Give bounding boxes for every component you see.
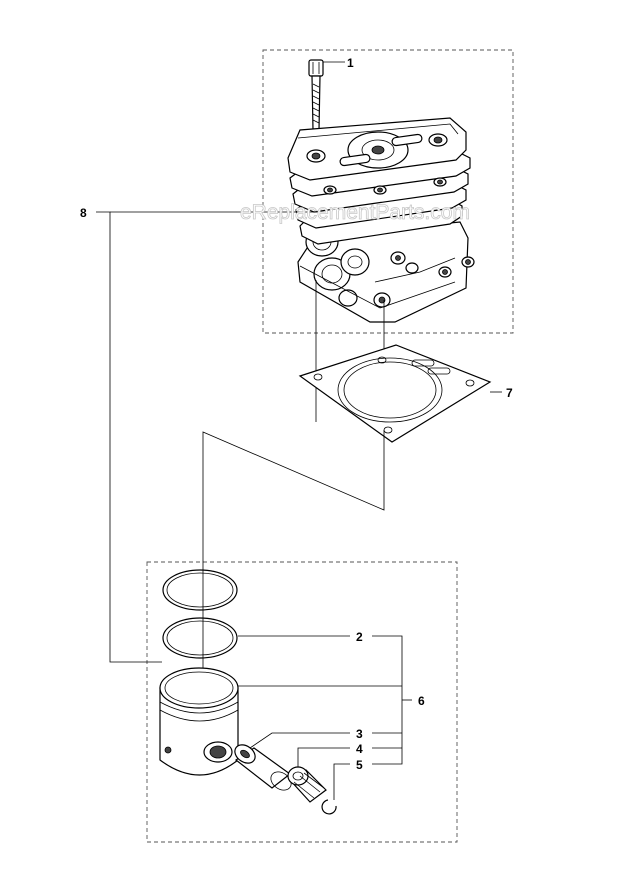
circlip-icon[interactable]	[321, 799, 337, 815]
gasket-icon[interactable]	[298, 344, 492, 443]
leader-5	[333, 763, 350, 800]
callout-1: 1	[347, 56, 354, 70]
leader-3	[249, 732, 350, 749]
align-zigzag	[202, 430, 385, 700]
callout-5: 5	[356, 758, 363, 772]
piston-pin-icon[interactable]	[231, 741, 294, 794]
callout-2: 2	[356, 630, 363, 644]
cylinder-icon[interactable]	[287, 117, 475, 323]
leader-8	[96, 211, 162, 663]
piston-group-box	[146, 561, 458, 843]
bracket-6	[372, 635, 403, 765]
callout-3: 3	[356, 727, 363, 741]
callout-8: 8	[80, 206, 87, 220]
cylinder-group-box	[262, 49, 514, 334]
screw-icon[interactable]	[308, 59, 324, 131]
callout-6: 6	[418, 694, 425, 708]
piston-icon[interactable]	[159, 667, 239, 776]
leader-4	[297, 747, 350, 767]
watermark: eReplacementParts.com	[240, 201, 470, 224]
needle-bearing-icon[interactable]	[287, 766, 327, 803]
callout-4: 4	[356, 742, 363, 756]
callout-7: 7	[506, 386, 513, 400]
piston-ring-icon[interactable]	[162, 569, 238, 659]
